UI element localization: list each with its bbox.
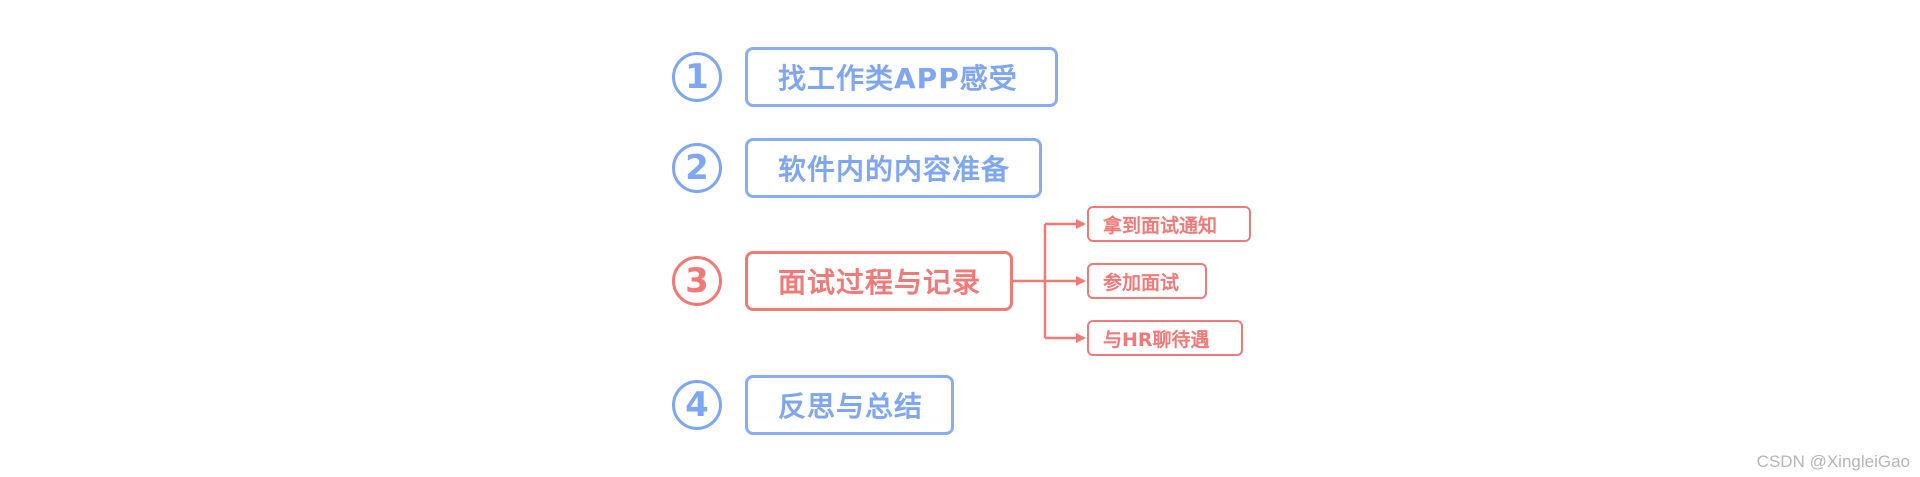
step-1-box: 找工作类APP感受 bbox=[745, 47, 1058, 107]
step-2-box: 软件内的内容准备 bbox=[745, 138, 1042, 198]
step-3-box: 面试过程与记录 bbox=[745, 251, 1013, 311]
step-3-number-circle: 3 bbox=[672, 256, 722, 306]
substep-3-box: 与HR聊待遇 bbox=[1087, 320, 1243, 356]
watermark-text: CSDN @XingleiGao bbox=[1756, 452, 1910, 471]
step-4-box: 反思与总结 bbox=[745, 375, 954, 435]
step-1-number-circle: 1 bbox=[672, 52, 722, 102]
step-4-number-circle: 4 bbox=[672, 380, 722, 430]
substep-2-box: 参加面试 bbox=[1087, 263, 1207, 299]
substep-1-box: 拿到面试通知 bbox=[1087, 206, 1251, 242]
step-2-number-circle: 2 bbox=[672, 143, 722, 193]
